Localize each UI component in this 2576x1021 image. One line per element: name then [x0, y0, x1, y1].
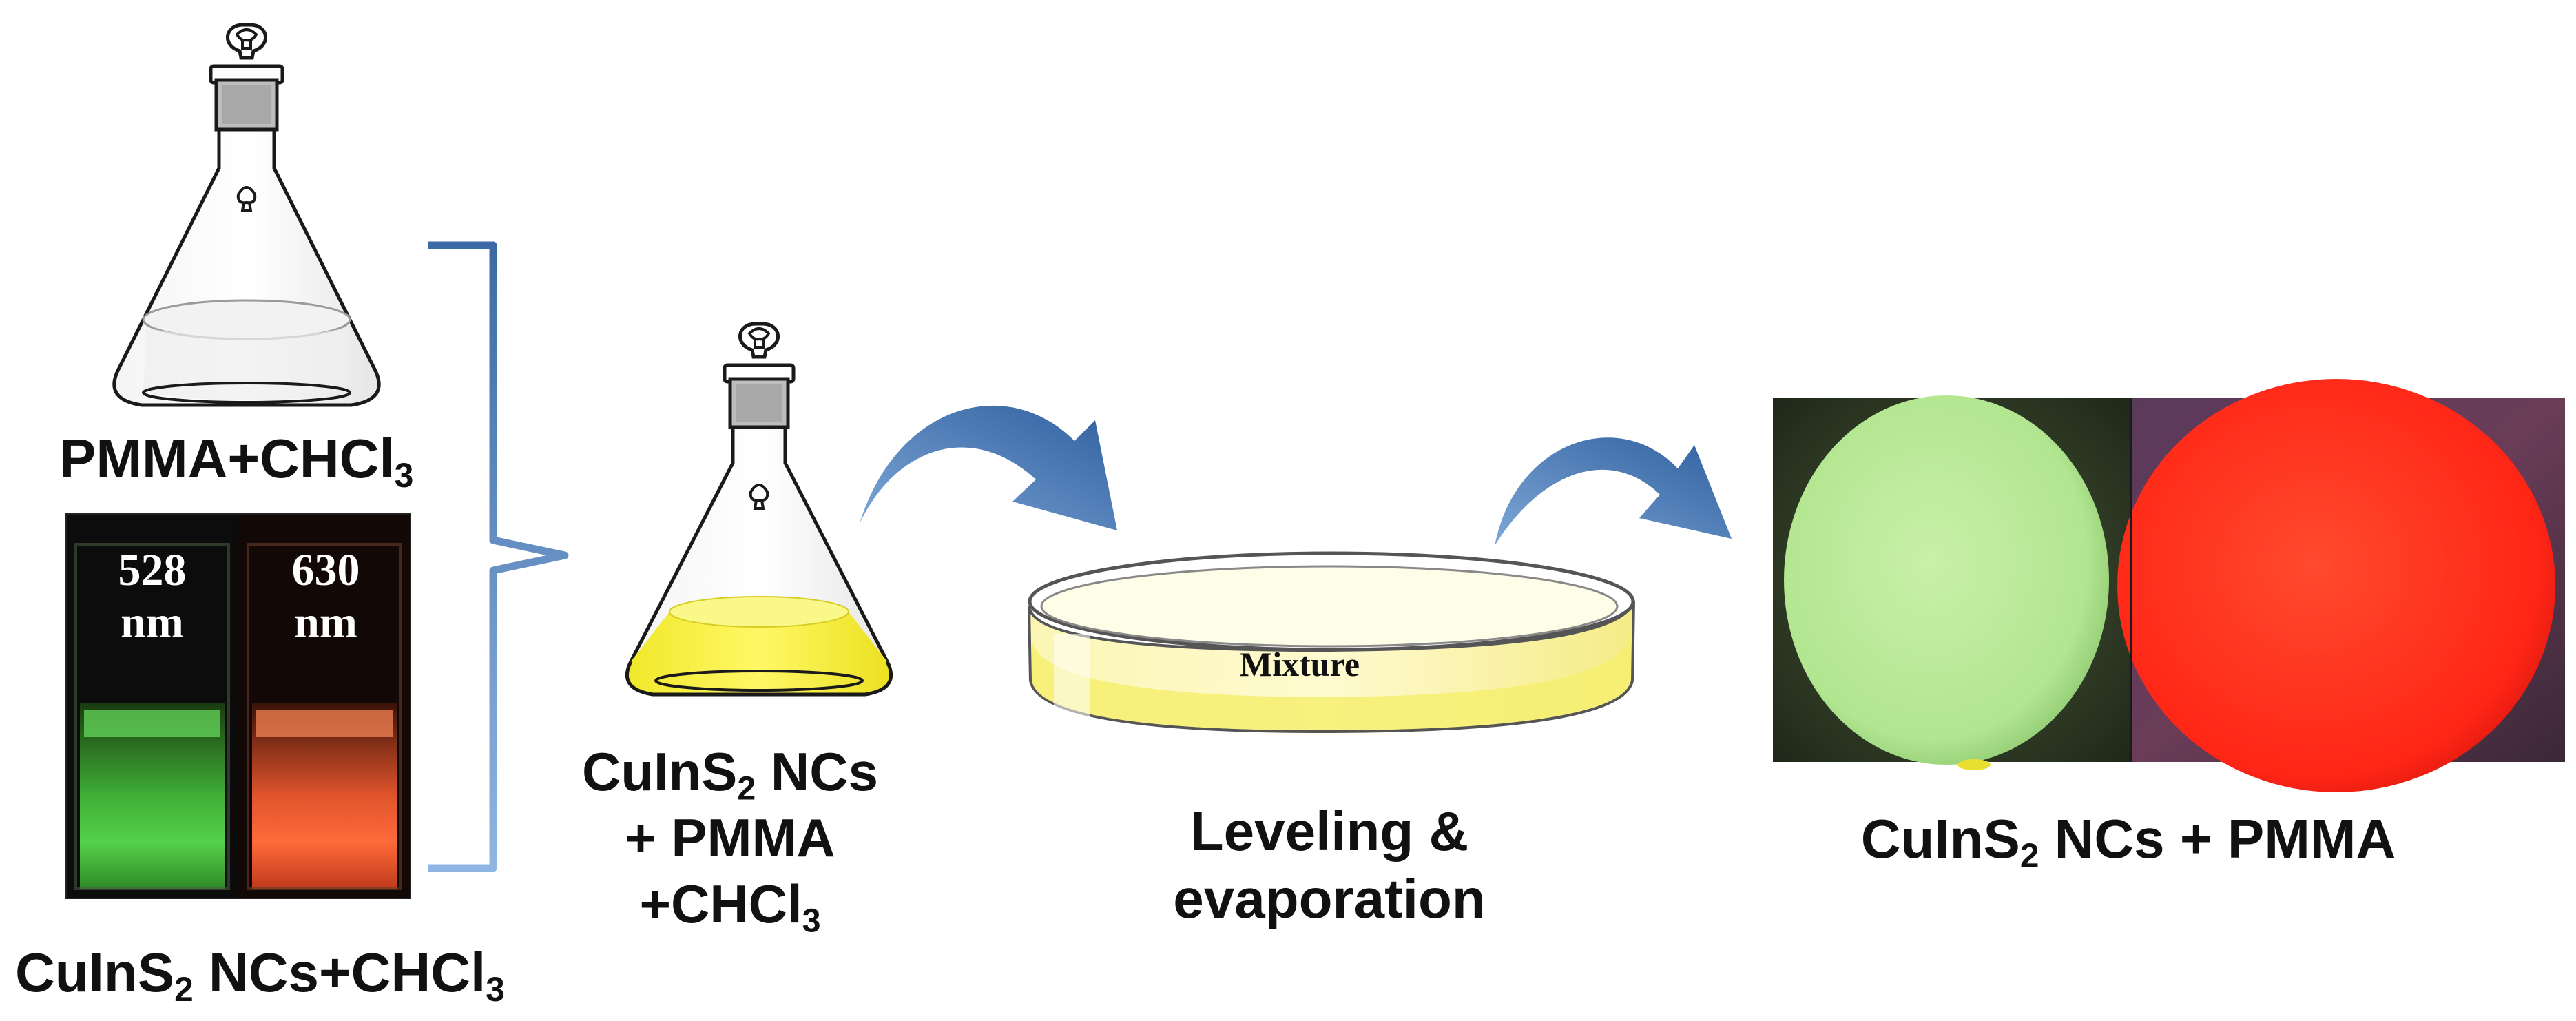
vial-green-value: 528	[118, 545, 187, 595]
petri-dish	[1028, 551, 1635, 734]
vial-red-label: 630 nm	[247, 544, 405, 649]
vial-photo	[65, 513, 411, 899]
label-mixture-components: CuInS2 NCs + PMMA +CHCl3	[551, 739, 909, 940]
mix-line-2: + PMMA	[625, 807, 835, 868]
leveling-line-1: Leveling &	[1190, 801, 1469, 862]
label-cuins2-chcl3: CuInS2 NCs+CHCl3	[15, 942, 505, 1009]
vial-red-value: 630	[291, 545, 360, 595]
leveling-line-2: evaporation	[1173, 868, 1486, 929]
label-final-film: CuInS2 NCs + PMMA	[1860, 808, 2396, 875]
vial-green-label: 528 nm	[73, 544, 231, 649]
mix-line-3: +CHCl3	[639, 874, 821, 940]
label-pmma-chcl3: PMMA+CHCl3	[59, 428, 414, 495]
film-photos	[1773, 379, 2565, 792]
dish-label: Mixture	[1240, 645, 1360, 683]
grouping-bracket	[428, 241, 569, 872]
mix-line-1: CuInS2 NCs	[582, 741, 878, 807]
vial-green-unit: nm	[121, 597, 184, 648]
arrow-2	[1495, 437, 1732, 546]
flask-mixture	[625, 322, 893, 697]
label-leveling-evaporation: Leveling & evaporation	[1102, 798, 1557, 933]
vial-red-unit: nm	[294, 597, 357, 648]
flask-pmma-chcl3	[112, 23, 381, 407]
arrow-1	[860, 405, 1117, 530]
